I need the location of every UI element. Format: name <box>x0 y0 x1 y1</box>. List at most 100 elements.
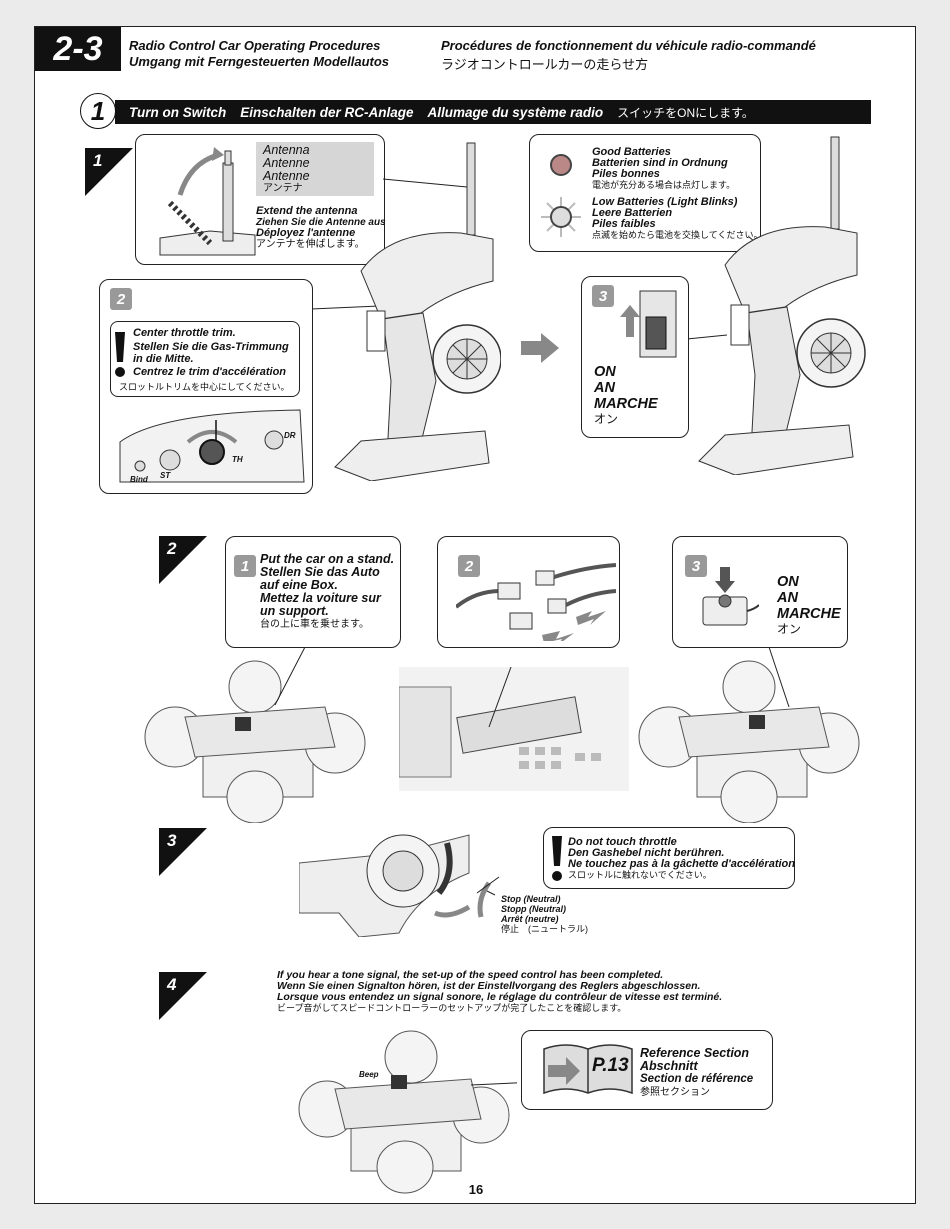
stand-en: Put the car on a stand. <box>260 552 395 566</box>
page-ref: P.13 <box>592 1055 629 1076</box>
throttle-neutral-illustration <box>299 834 500 937</box>
antenna-extend-illustration <box>159 147 256 256</box>
sub-step-number-4: 4 <box>167 975 177 994</box>
battery-led-icons <box>541 154 581 237</box>
on-label-en: ON <box>594 364 616 380</box>
trim-en: Center throttle trim. <box>133 327 236 339</box>
esc-switch-illustration <box>702 567 759 626</box>
stop-de: Stopp (Neutral) <box>501 904 566 914</box>
badge-stand-3: 3 <box>685 555 707 577</box>
dial-label-st: ST <box>160 471 171 480</box>
bar-de: Einschalten der RC-Anlage <box>240 104 414 120</box>
on-label-de: AN <box>594 380 615 396</box>
warn-jp: スロットルに触れないでください。 <box>568 870 712 880</box>
section-number: 2-3 <box>35 27 121 71</box>
good-de: Batterien sind in Ordnung <box>592 157 728 169</box>
sub-step-marker-2 <box>159 536 207 584</box>
trim-instruction-box: Center throttle trim. Stellen Sie die Ga… <box>110 321 300 397</box>
section-title-en: Radio Control Car Operating Procedures <box>129 38 381 53</box>
step-bar: Turn on Switch Einschalten der RC-Anlage… <box>115 100 871 124</box>
ref-jp: 参照セクション <box>640 1087 710 1098</box>
extend-de: Ziehen Sie die Antenne aus <box>256 217 386 228</box>
sub-step-number-1: 1 <box>93 151 103 170</box>
badge-stand-1: 1 <box>234 555 256 577</box>
stop-fr: Arrêt (neutre) <box>501 914 559 924</box>
esc-on-en: ON <box>777 574 799 590</box>
sub-step-marker-4 <box>159 972 207 1020</box>
truck-beep-illustration <box>298 1030 517 1194</box>
stop-jp: 停止 (ニュートラル) <box>501 924 588 934</box>
throttle-warning-callout: Do not touch throttle Den Gashebel nicht… <box>543 827 795 889</box>
switch-callout: 3 ON AN MARCHE オン <box>581 276 689 438</box>
good-jp: 電池が充分ある場合は点灯します。 <box>592 180 736 190</box>
sub-step-marker-1 <box>85 148 133 196</box>
esc-on-de: AN <box>777 590 798 606</box>
truck-esc-on-illustration <box>638 647 860 823</box>
low-de: Leere Batterien <box>592 207 673 219</box>
power-switch-illustration <box>620 290 677 358</box>
on-label-fr: MARCHE <box>594 396 658 412</box>
antenna-label-de: Antenne <box>263 156 310 170</box>
sub-step-marker-3 <box>159 828 207 876</box>
dial-label-th: TH <box>232 455 243 464</box>
stand-de-1: Stellen Sie das Auto <box>260 565 380 579</box>
stand-de-2: auf eine Box. <box>260 578 338 592</box>
stand-jp: 台の上に車を乗せます。 <box>260 619 369 630</box>
badge-stand-2: 2 <box>458 555 480 577</box>
low-jp: 点滅を始めたら電池を交換してください。 <box>592 230 763 240</box>
section-title-jp: ラジオコントロールカーの走らせ方 <box>441 57 649 72</box>
dial-label-dr: DR <box>284 431 296 440</box>
extend-fr: Déployez l'antenne <box>256 227 356 239</box>
tone-de: Wenn Sie einen Signalton hören, ist der … <box>277 980 701 992</box>
low-en: Low Batteries (Light Blinks) <box>592 196 738 208</box>
bar-en: Turn on Switch <box>129 104 227 120</box>
reference-callout: P.13 Reference Section Abschnitt Section… <box>521 1030 773 1110</box>
step-circle: 1 <box>80 93 116 129</box>
trim-jp: スロットルトリムを中心にしてください。 <box>119 382 290 392</box>
esc-on-fr: MARCHE <box>777 606 841 622</box>
battery-callout: Good Batteries Batterien sind in Ordnung… <box>529 134 763 252</box>
warning-icon-throttle <box>552 836 562 881</box>
dial-label-bind: Bind <box>130 475 148 484</box>
esc-on-callout: 3 ON AN MARCHE オン <box>672 536 848 648</box>
battery-connect-callout: 2 <box>437 536 620 648</box>
stand-fr-2: un support. <box>260 604 329 618</box>
stand-fr-1: Mettez la voiture sur <box>260 591 381 605</box>
transmitter-illustration <box>334 142 501 481</box>
battery-compartment-illustration <box>399 667 629 791</box>
badge-2: 2 <box>110 288 132 310</box>
trim-callout: 2 Center throttle trim. Stellen Sie die … <box>99 279 313 494</box>
transmitter-on-illustration <box>698 136 866 475</box>
warn-fr: Ne touchez pas à la gâchette d'accélérat… <box>568 858 795 870</box>
book-icon <box>543 1044 633 1095</box>
sub-step-number-3: 3 <box>167 831 177 850</box>
ref-en: Reference Section <box>640 1046 750 1060</box>
beep-label: Beep <box>359 1070 379 1079</box>
badge-3: 3 <box>592 285 614 307</box>
antenna-label-en: Antenna <box>263 143 310 157</box>
trim-dial-illustration <box>119 409 305 483</box>
page-number: 16 <box>468 1182 484 1197</box>
tone-fr: Lorsque vous entendez un signal sonore, … <box>277 991 723 1003</box>
sub-step-number-2: 2 <box>167 539 177 558</box>
good-en: Good Batteries <box>592 146 671 158</box>
section-title-fr: Procédures de fonctionnement du véhicule… <box>441 38 816 53</box>
antenna-label-jp: アンテナ <box>263 183 303 194</box>
bar-jp: スイッチをONにします。 <box>617 105 754 120</box>
extend-en: Extend the antenna <box>256 205 358 217</box>
truck-on-stand-illustration <box>144 647 366 823</box>
stop-en: Stop (Neutral) <box>501 894 561 904</box>
on-label-jp: オン <box>594 412 619 426</box>
esc-on-jp: オン <box>777 622 802 636</box>
manual-page: 2-3 Radio Control Car Operating Procedur… <box>34 26 916 1204</box>
ref-fr: Section de référence <box>640 1073 754 1085</box>
warn-en: Do not touch throttle <box>568 836 677 848</box>
low-fr: Piles faibles <box>592 218 656 230</box>
next-arrow-icon <box>521 333 559 363</box>
warn-de: Den Gashebel nicht berühren. <box>568 847 725 859</box>
section-title-de: Umgang mit Ferngesteuerten Modellautos <box>129 54 390 69</box>
antenna-callout: Antenna Antenne Antenne アンテナ Extend the … <box>135 134 386 265</box>
warning-icon <box>115 332 125 377</box>
tone-jp: ビープ音がしてスピードコントローラーのセットアップが完了したことを確認します。 <box>277 1003 627 1013</box>
antenna-label-fr: Antenne <box>263 169 310 183</box>
